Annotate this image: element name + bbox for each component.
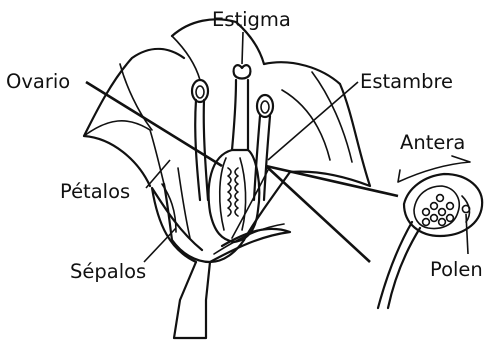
stamen-right-anther-inner: [261, 101, 269, 113]
label-petalos: Pétalos: [60, 180, 130, 203]
stamen-left-filament-b: [204, 100, 208, 200]
label-antera: Antera: [400, 131, 465, 154]
label-estigma: Estigma: [212, 8, 291, 31]
petal-left: [84, 49, 184, 186]
petal-cup-inner-right: [232, 170, 268, 238]
anther-stalk: [378, 222, 420, 308]
stamen-right-filament: [254, 116, 270, 200]
pistil-style: [232, 80, 248, 150]
flower-stem: [174, 262, 210, 338]
label-polen: Polen: [430, 258, 483, 281]
ovary-ovules-right: [235, 168, 238, 216]
leader-estigma: [242, 32, 243, 64]
stigma-head: [234, 65, 251, 78]
antera-bracket: [398, 156, 470, 182]
leader-zoom-top: [266, 166, 398, 196]
petal-right-inner: [282, 90, 330, 160]
stamen-left-anther-inner: [196, 86, 204, 98]
ovary-ovules: [228, 168, 231, 216]
leader-sepalos: [144, 228, 176, 262]
leader-estambre: [268, 82, 358, 160]
label-estambre: Estambre: [360, 70, 453, 93]
petal-right: [264, 62, 370, 186]
petal-top-inner: [172, 36, 200, 80]
sepal-left: [152, 188, 202, 262]
label-ovario: Ovario: [6, 70, 70, 93]
leader-petalos: [146, 160, 170, 188]
pollen-grains: [423, 195, 454, 226]
label-sepalos: Sépalos: [70, 260, 146, 283]
